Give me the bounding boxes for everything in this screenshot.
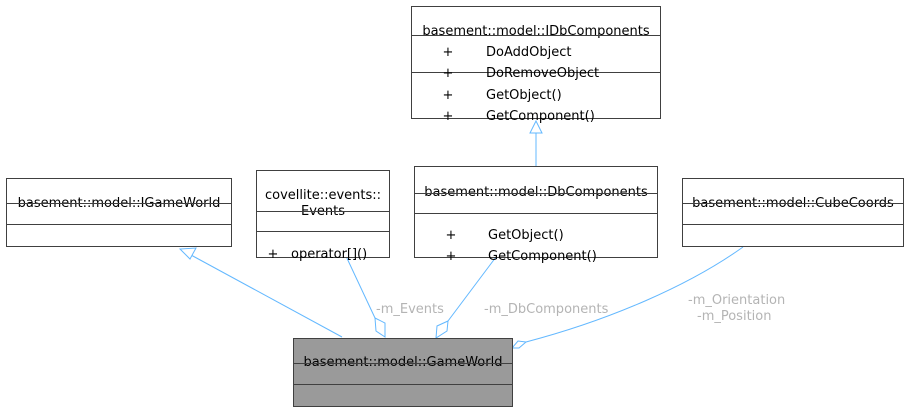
edge-events-aggregation bbox=[344, 253, 376, 319]
class-gameworld-title: basement::model::GameWorld bbox=[303, 355, 503, 370]
divider bbox=[294, 363, 512, 364]
class-dbcomponents-title: basement::model::DbComponents bbox=[424, 185, 648, 200]
divider bbox=[294, 384, 512, 385]
edge-cubecoords-aggregation bbox=[525, 246, 744, 343]
class-cubecoords-title: basement::model::CubeCoords bbox=[692, 196, 894, 211]
method-name: DoRemoveObject bbox=[486, 66, 600, 81]
divider bbox=[412, 35, 660, 36]
class-events-title-line1: covellite::events:: bbox=[264, 188, 382, 203]
edge-label-events: -m_Events bbox=[376, 302, 444, 317]
class-events[interactable]: covellite::events:: Events + operator[](… bbox=[256, 170, 390, 262]
visibility-public: + bbox=[442, 88, 454, 103]
class-cubecoords[interactable]: basement::model::CubeCoords bbox=[682, 178, 904, 247]
divider bbox=[7, 224, 231, 225]
aggregation-diamond-dbcomponents bbox=[435, 320, 449, 339]
visibility-public: + bbox=[267, 247, 279, 262]
class-idbcomponents[interactable]: basement::model::IDbComponents + DoAddOb… bbox=[411, 6, 661, 124]
method-name: GetObject() bbox=[486, 88, 562, 103]
method-name: DoAddObject bbox=[486, 45, 572, 60]
visibility-public: + bbox=[442, 66, 454, 81]
class-events-title-line2: Events bbox=[300, 204, 345, 219]
method-name: GetComponent() bbox=[488, 249, 597, 264]
visibility-public: + bbox=[445, 249, 457, 264]
class-dbcomponents[interactable]: basement::model::DbComponents + GetObjec… bbox=[414, 166, 658, 264]
method-name: GetObject() bbox=[488, 228, 564, 243]
divider bbox=[257, 231, 389, 232]
divider bbox=[683, 224, 903, 225]
edge-gameworld-inherits-igameworld bbox=[190, 254, 343, 338]
aggregation-diamond-events bbox=[374, 317, 386, 338]
divider bbox=[412, 72, 660, 73]
class-igameworld-title: basement::model::IGameWorld bbox=[17, 196, 221, 211]
edge-label-orientation: -m_Orientation bbox=[688, 293, 786, 308]
class-igameworld[interactable]: basement::model::IGameWorld bbox=[6, 178, 232, 247]
inheritance-arrow-idbcomponents bbox=[529, 119, 543, 134]
method-name: operator[]() bbox=[291, 247, 368, 262]
method-name: GetComponent() bbox=[486, 109, 595, 124]
divider bbox=[415, 213, 657, 214]
visibility-public: + bbox=[442, 109, 454, 124]
divider bbox=[415, 193, 657, 194]
edge-dbcomponents-aggregation bbox=[447, 256, 497, 322]
class-idbcomponents-title: basement::model::IDbComponents bbox=[422, 24, 650, 39]
visibility-public: + bbox=[442, 45, 454, 60]
edge-label-dbcomponents: -m_DbComponents bbox=[484, 302, 609, 317]
divider bbox=[7, 203, 231, 204]
aggregation-diamond-cubecoords bbox=[510, 340, 528, 349]
edge-label-position: -m_Position bbox=[697, 309, 772, 324]
visibility-public: + bbox=[445, 228, 457, 243]
divider bbox=[683, 203, 903, 204]
inheritance-arrow-igameworld bbox=[178, 247, 197, 260]
divider bbox=[257, 211, 389, 212]
class-gameworld[interactable]: basement::model::GameWorld bbox=[293, 338, 513, 407]
